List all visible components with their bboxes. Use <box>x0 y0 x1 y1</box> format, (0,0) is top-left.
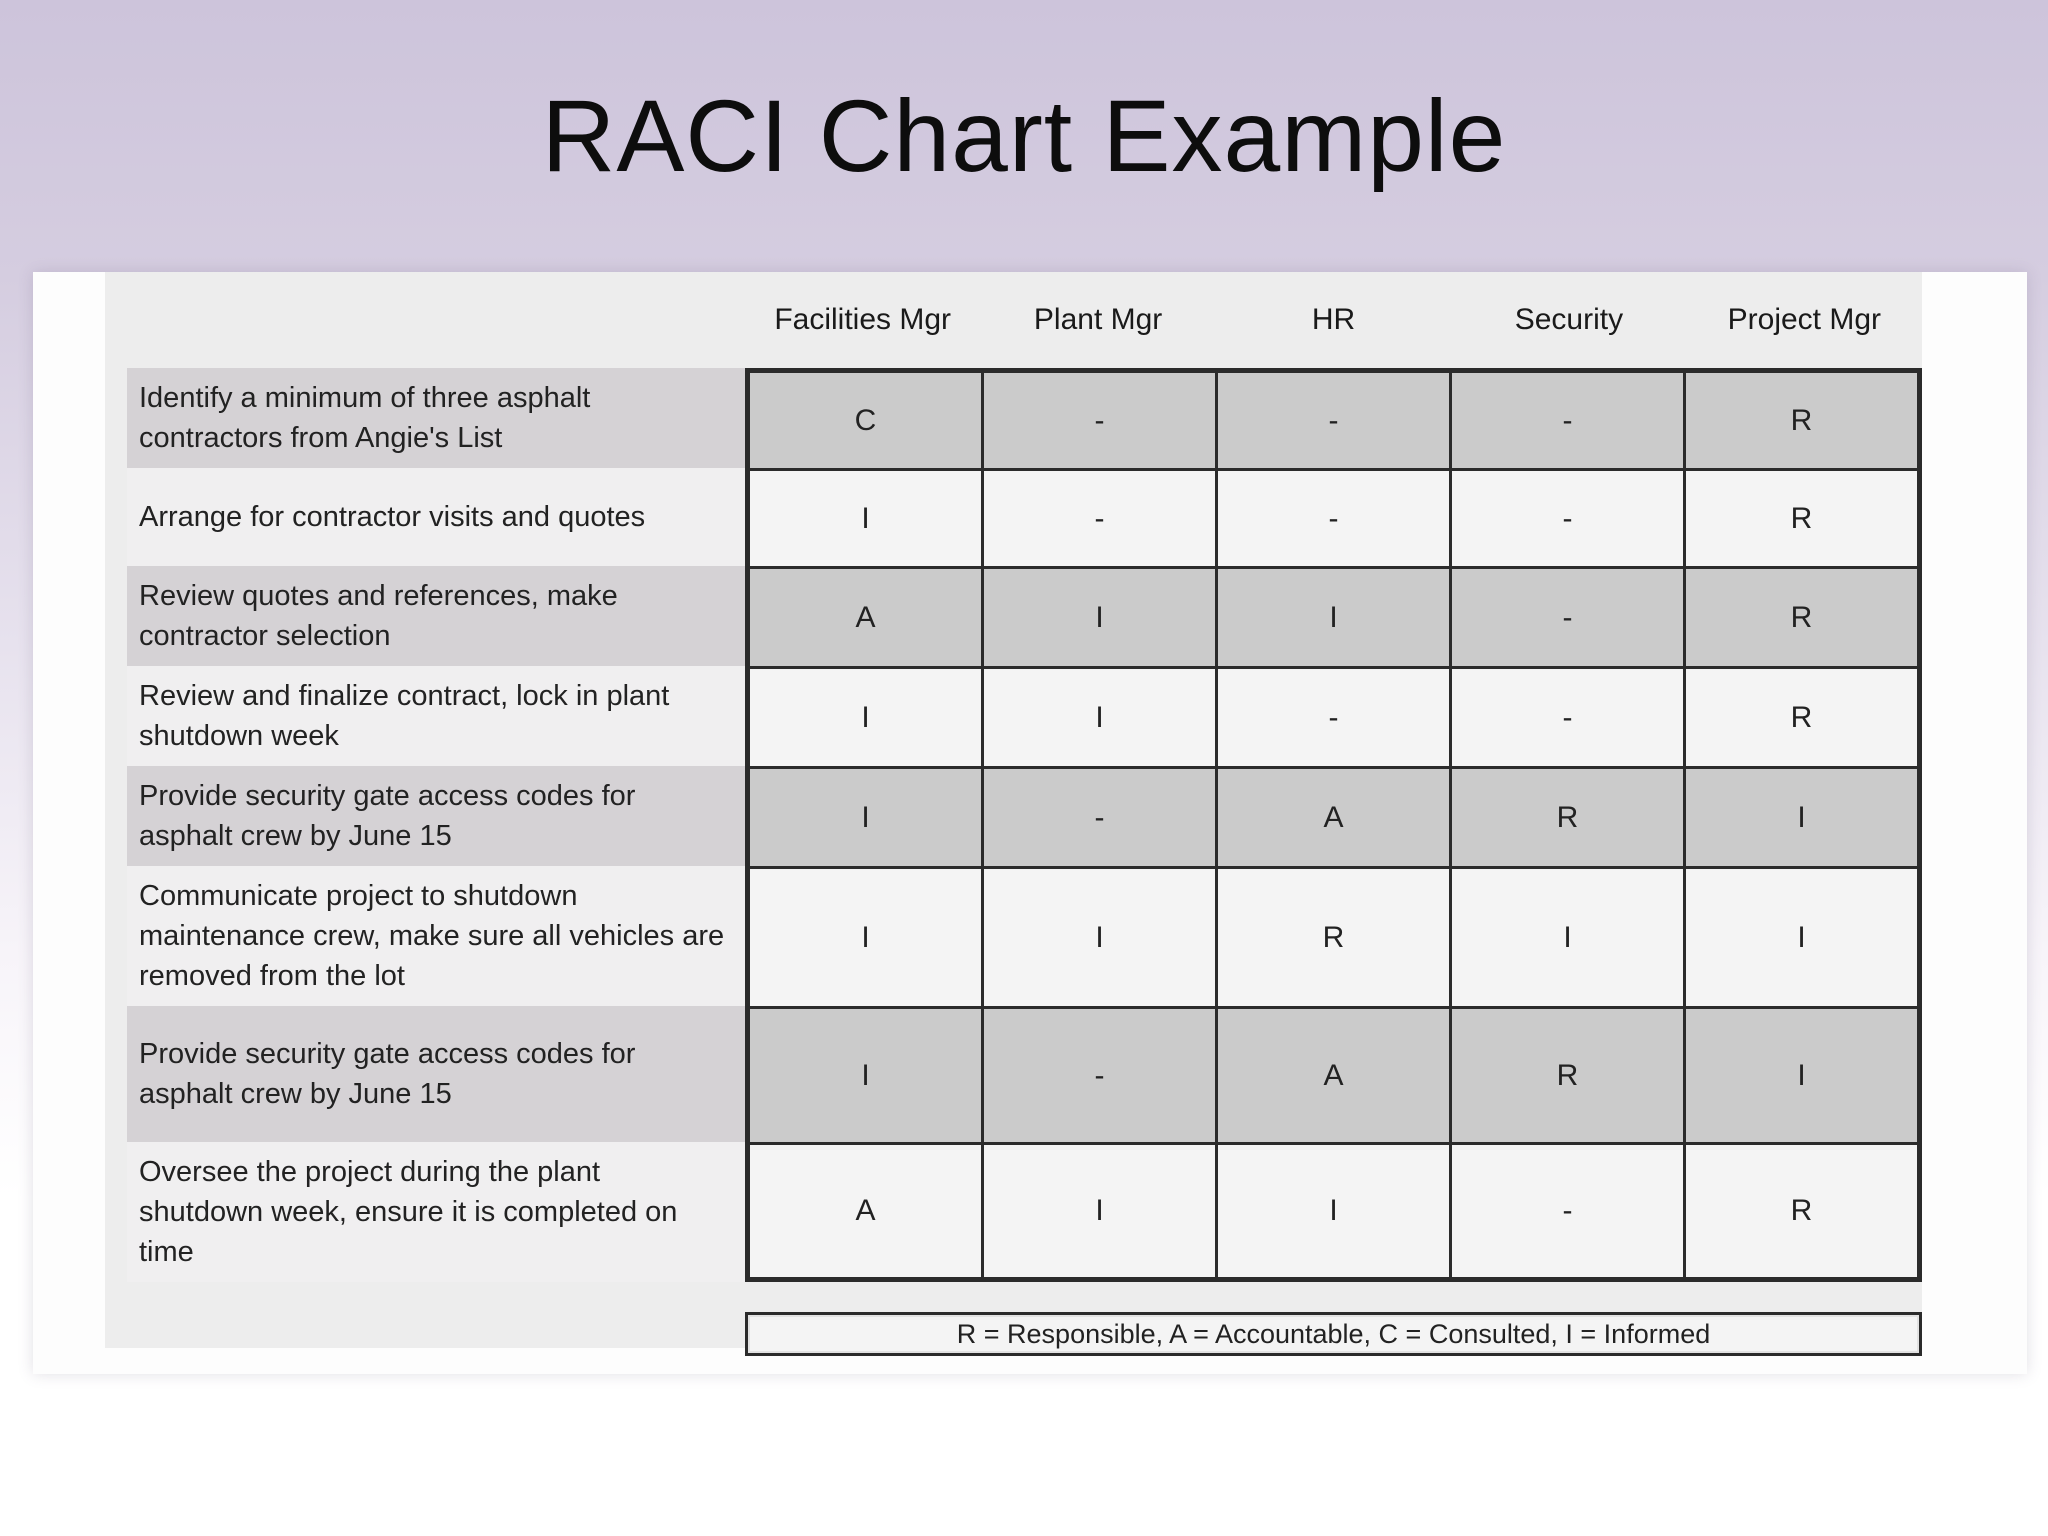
table-row: Review and finalize contract, lock in pl… <box>105 666 1922 767</box>
raci-cell: A <box>745 566 981 667</box>
raci-cell: I <box>981 866 1215 1007</box>
raci-cell: I <box>981 666 1215 767</box>
task-label: Identify a minimum of three asphalt cont… <box>105 368 745 469</box>
raci-cell: I <box>1215 566 1449 667</box>
column-header-security: Security <box>1514 303 1624 336</box>
raci-cell: R <box>1683 468 1922 567</box>
raci-cell: A <box>745 1142 981 1283</box>
task-label: Provide security gate access codes for a… <box>105 766 745 867</box>
table-row: Provide security gate access codes for a… <box>105 766 1922 867</box>
table-row: Communicate project to shutdown maintena… <box>105 866 1922 1007</box>
column-header-hr: HR <box>1311 303 1356 336</box>
table-row: Arrange for contractor visits and quotes… <box>105 468 1922 567</box>
raci-cell: I <box>981 566 1215 667</box>
task-label: Provide security gate access codes for a… <box>105 1006 745 1143</box>
row-cells: A I I - R <box>745 566 1922 667</box>
raci-cell: R <box>1449 1006 1683 1143</box>
task-label: Review quotes and references, make contr… <box>105 566 745 667</box>
raci-cell: I <box>745 866 981 1007</box>
column-header-project-mgr: Project Mgr <box>1727 303 1882 336</box>
raci-cell: - <box>1215 666 1449 767</box>
raci-cell: I <box>1215 1142 1449 1283</box>
raci-cell: - <box>981 766 1215 867</box>
raci-cell: - <box>981 1006 1215 1143</box>
task-label: Communicate project to shutdown maintena… <box>105 866 745 1007</box>
table-row: Oversee the project during the plant shu… <box>105 1142 1922 1283</box>
raci-cell: R <box>1215 866 1449 1007</box>
raci-cell: - <box>1215 368 1449 469</box>
raci-cell: R <box>1449 766 1683 867</box>
raci-legend: R = Responsible, A = Accountable, C = Co… <box>745 1312 1922 1357</box>
raci-cell: - <box>981 468 1215 567</box>
column-header-plant-mgr: Plant Mgr <box>1033 303 1163 336</box>
raci-cell: - <box>1449 468 1683 567</box>
raci-cell: - <box>1449 1142 1683 1283</box>
row-cells: I - - - R <box>745 468 1922 567</box>
raci-cell: R <box>1683 666 1922 767</box>
raci-cell: I <box>1683 866 1922 1007</box>
raci-cell: R <box>1683 1142 1922 1283</box>
task-label: Oversee the project during the plant shu… <box>105 1142 745 1283</box>
raci-cell: A <box>1215 1006 1449 1143</box>
raci-cell: - <box>981 368 1215 469</box>
raci-cell: I <box>1683 766 1922 867</box>
raci-cell: I <box>745 468 981 567</box>
raci-cell: I <box>745 1006 981 1143</box>
slide-title: RACI Chart Example <box>541 79 1507 193</box>
raci-cell: R <box>1683 368 1922 469</box>
raci-cell: - <box>1449 566 1683 667</box>
table-header-row: Facilities Mgr Plant Mgr HR Security Pro… <box>105 272 1922 368</box>
table-row: Identify a minimum of three asphalt cont… <box>105 368 1922 469</box>
raci-cell: I <box>981 1142 1215 1283</box>
task-label: Arrange for contractor visits and quotes <box>105 468 745 567</box>
row-cells: C - - - R <box>745 368 1922 469</box>
raci-cell: R <box>1683 566 1922 667</box>
raci-chart-panel: Facilities Mgr Plant Mgr HR Security Pro… <box>105 272 1922 1357</box>
row-cells: I - A R I <box>745 766 1922 867</box>
raci-cell: I <box>745 666 981 767</box>
column-header-facilities-mgr: Facilities Mgr <box>774 303 952 336</box>
row-cells: A I I - R <box>745 1142 1922 1283</box>
raci-cell: - <box>1215 468 1449 567</box>
raci-cell: - <box>1449 666 1683 767</box>
table-row: Provide security gate access codes for a… <box>105 1006 1922 1143</box>
raci-cell: I <box>1449 866 1683 1007</box>
row-cells: I - A R I <box>745 1006 1922 1143</box>
raci-chart-image: Facilities Mgr Plant Mgr HR Security Pro… <box>33 272 2027 1374</box>
table-row: Review quotes and references, make contr… <box>105 566 1922 667</box>
raci-cell: I <box>745 766 981 867</box>
task-label: Review and finalize contract, lock in pl… <box>105 666 745 767</box>
raci-cell: - <box>1449 368 1683 469</box>
raci-cell: A <box>1215 766 1449 867</box>
raci-cell: I <box>1683 1006 1922 1143</box>
row-cells: I I R I I <box>745 866 1922 1007</box>
raci-cell: C <box>745 368 981 469</box>
row-cells: I I - - R <box>745 666 1922 767</box>
